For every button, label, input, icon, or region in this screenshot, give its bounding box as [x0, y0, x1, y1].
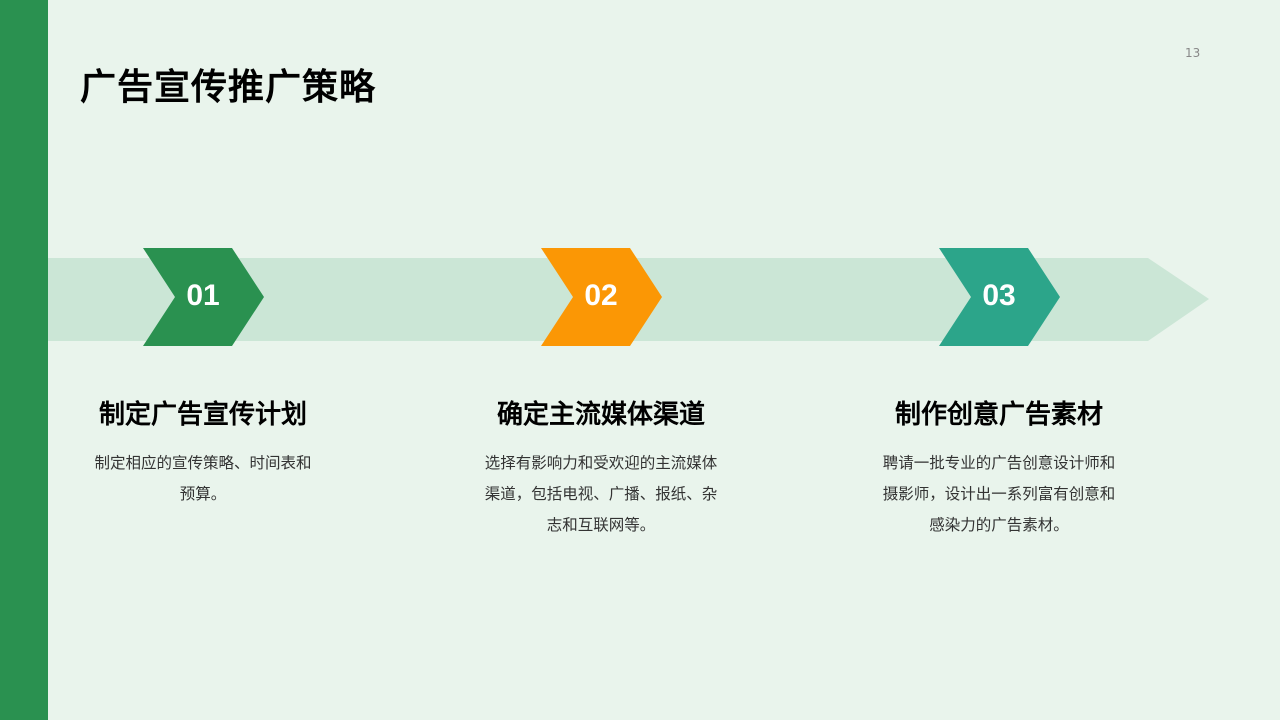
step-3-content: 制作创意广告素材 聘请一批专业的广告创意设计师和 摄影师，设计出一系列富有创意和…	[849, 398, 1149, 541]
step-3-heading: 制作创意广告素材	[894, 400, 1103, 430]
step-2-line: 志和互联网等。	[546, 516, 656, 534]
step-3-line: 聘请一批专业的广告创意设计师和	[882, 454, 1116, 472]
step-1-chevron	[143, 248, 264, 346]
step-1-line: 预算。	[179, 485, 227, 503]
step-1-line: 制定相应的宣传策略、时间表和	[94, 454, 312, 472]
page-number: 13	[1185, 46, 1201, 60]
step-2-line: 渠道，包括电视、广播、报纸、杂	[484, 485, 718, 503]
step-1-content: 制定广告宣传计划 制定相应的宣传策略、时间表和 预算。	[53, 398, 353, 510]
step-2-content: 确定主流媒体渠道 选择有影响力和受欢迎的主流媒体 渠道，包括电视、广播、报纸、杂…	[451, 398, 751, 541]
step-1-number: 01	[186, 279, 220, 312]
step-2-number: 02	[584, 279, 618, 312]
sidebar-accent-bar	[0, 0, 48, 720]
step-3-line: 感染力的广告素材。	[929, 516, 1069, 534]
step-2-chevron	[541, 248, 662, 346]
step-1-heading: 制定广告宣传计划	[98, 400, 307, 430]
step-3-number: 03	[982, 279, 1016, 312]
step-2-line: 选择有影响力和受欢迎的主流媒体	[484, 454, 718, 472]
step-3-line: 摄影师，设计出一系列富有创意和	[882, 485, 1116, 503]
slide-title: 广告宣传推广策略	[80, 67, 377, 108]
step-2-heading: 确定主流媒体渠道	[496, 400, 705, 430]
step-3-chevron	[939, 248, 1060, 346]
